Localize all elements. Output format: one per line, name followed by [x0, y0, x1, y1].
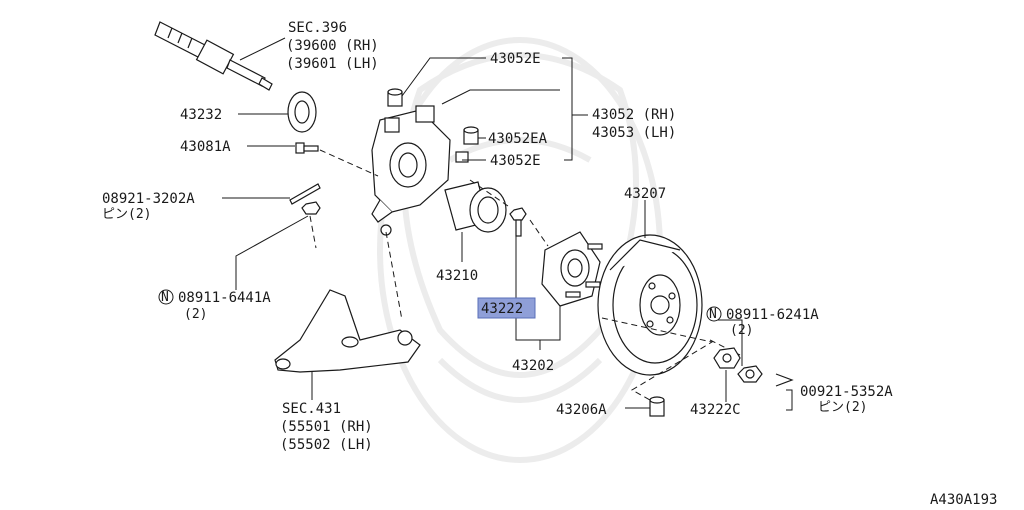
plug-43206a[interactable] — [649, 396, 665, 417]
label-00921-5352a-qty: ピン(2) — [818, 400, 867, 415]
sec396-line2: (39600 (RH) — [286, 38, 379, 54]
label-43052-rh: 43052 (RH) — [592, 107, 676, 123]
n-marker-icon — [158, 289, 174, 305]
sec396-line3: (39601 (LH) — [286, 56, 379, 72]
bearing-43210[interactable] — [444, 181, 507, 233]
callout-43052-group[interactable]: 43052 (RH) 43053 (LH) — [592, 107, 676, 141]
n-marker-icon — [706, 306, 722, 322]
label-43222c[interactable]: 43222C — [690, 402, 741, 418]
callout-sec431[interactable]: SEC.431 (55501 (RH) (55502 (LH) — [280, 401, 373, 453]
label-08911-6241a-qty: (2) — [730, 323, 753, 338]
callout-08921-3202a[interactable]: 08921-3202A ピン(2) — [102, 191, 195, 222]
drive-shaft[interactable] — [154, 21, 273, 91]
label-08911-6441a: 08911-6441A — [178, 290, 271, 306]
nut-43222c[interactable] — [713, 347, 741, 369]
label-00921-5352a: 00921-5352A — [800, 384, 893, 400]
sec431-line2: (55501 (RH) — [280, 419, 373, 435]
pin-08921-3202a[interactable] — [289, 183, 321, 205]
seal-43232[interactable] — [287, 91, 317, 133]
callout-08911-6241a[interactable]: N 08911-6241A (2) — [706, 306, 819, 338]
sec431-line1: SEC.431 — [282, 401, 341, 417]
label-43053-lh: 43053 (LH) — [592, 125, 676, 141]
knuckle-43052[interactable] — [371, 105, 451, 236]
bolt-43081a[interactable] — [295, 142, 319, 154]
stud-43222[interactable] — [509, 207, 527, 237]
label-43052ea[interactable]: 43052EA — [488, 131, 548, 147]
n-marker-letter: N — [709, 307, 717, 322]
nut-08911-6241a[interactable] — [737, 365, 763, 383]
highlight-43222-box — [477, 297, 536, 319]
lower-arm-sec431[interactable] — [274, 289, 421, 373]
n-marker-letter: N — [161, 290, 169, 305]
label-08921-3202a-qty: ピン(2) — [102, 207, 151, 222]
callout-00921-5352a[interactable]: 00921-5352A ピン(2) — [800, 384, 893, 415]
label-43207[interactable]: 43207 — [624, 186, 666, 202]
hub-43202[interactable] — [541, 231, 603, 307]
label-43222[interactable]: 43222 — [481, 301, 523, 317]
label-43081a[interactable]: 43081A — [180, 139, 231, 155]
bushing-43052ea[interactable] — [463, 126, 479, 145]
label-43232[interactable]: 43232 — [180, 107, 222, 123]
disc-rotor-43207[interactable] — [597, 234, 703, 376]
nut-08911-6441a[interactable] — [301, 201, 321, 215]
label-08911-6441a-qty: (2) — [184, 307, 207, 322]
label-43052e-top[interactable]: 43052E — [490, 51, 541, 67]
callout-08911-6441a[interactable]: N 08911-6441A (2) — [158, 289, 271, 322]
cotter-pin-00921-5352a[interactable] — [775, 373, 794, 387]
label-43052e-bottom[interactable]: 43052E — [490, 153, 541, 169]
label-43206a[interactable]: 43206A — [556, 402, 607, 418]
label-43202[interactable]: 43202 — [512, 358, 554, 374]
sec396-line1: SEC.396 — [288, 20, 347, 36]
bushing-43052e-top[interactable] — [387, 88, 403, 107]
label-43210[interactable]: 43210 — [436, 268, 478, 284]
label-08911-6241a: 08911-6241A — [726, 307, 819, 323]
sec431-line3: (55502 (LH) — [280, 437, 373, 453]
callout-sec396[interactable]: SEC.396 (39600 (RH) (39601 (LH) — [286, 20, 379, 72]
label-08921-3202a: 08921-3202A — [102, 191, 195, 207]
bushing-43052e-bottom[interactable] — [455, 151, 469, 163]
diagram-id: A430A193 — [930, 492, 997, 508]
